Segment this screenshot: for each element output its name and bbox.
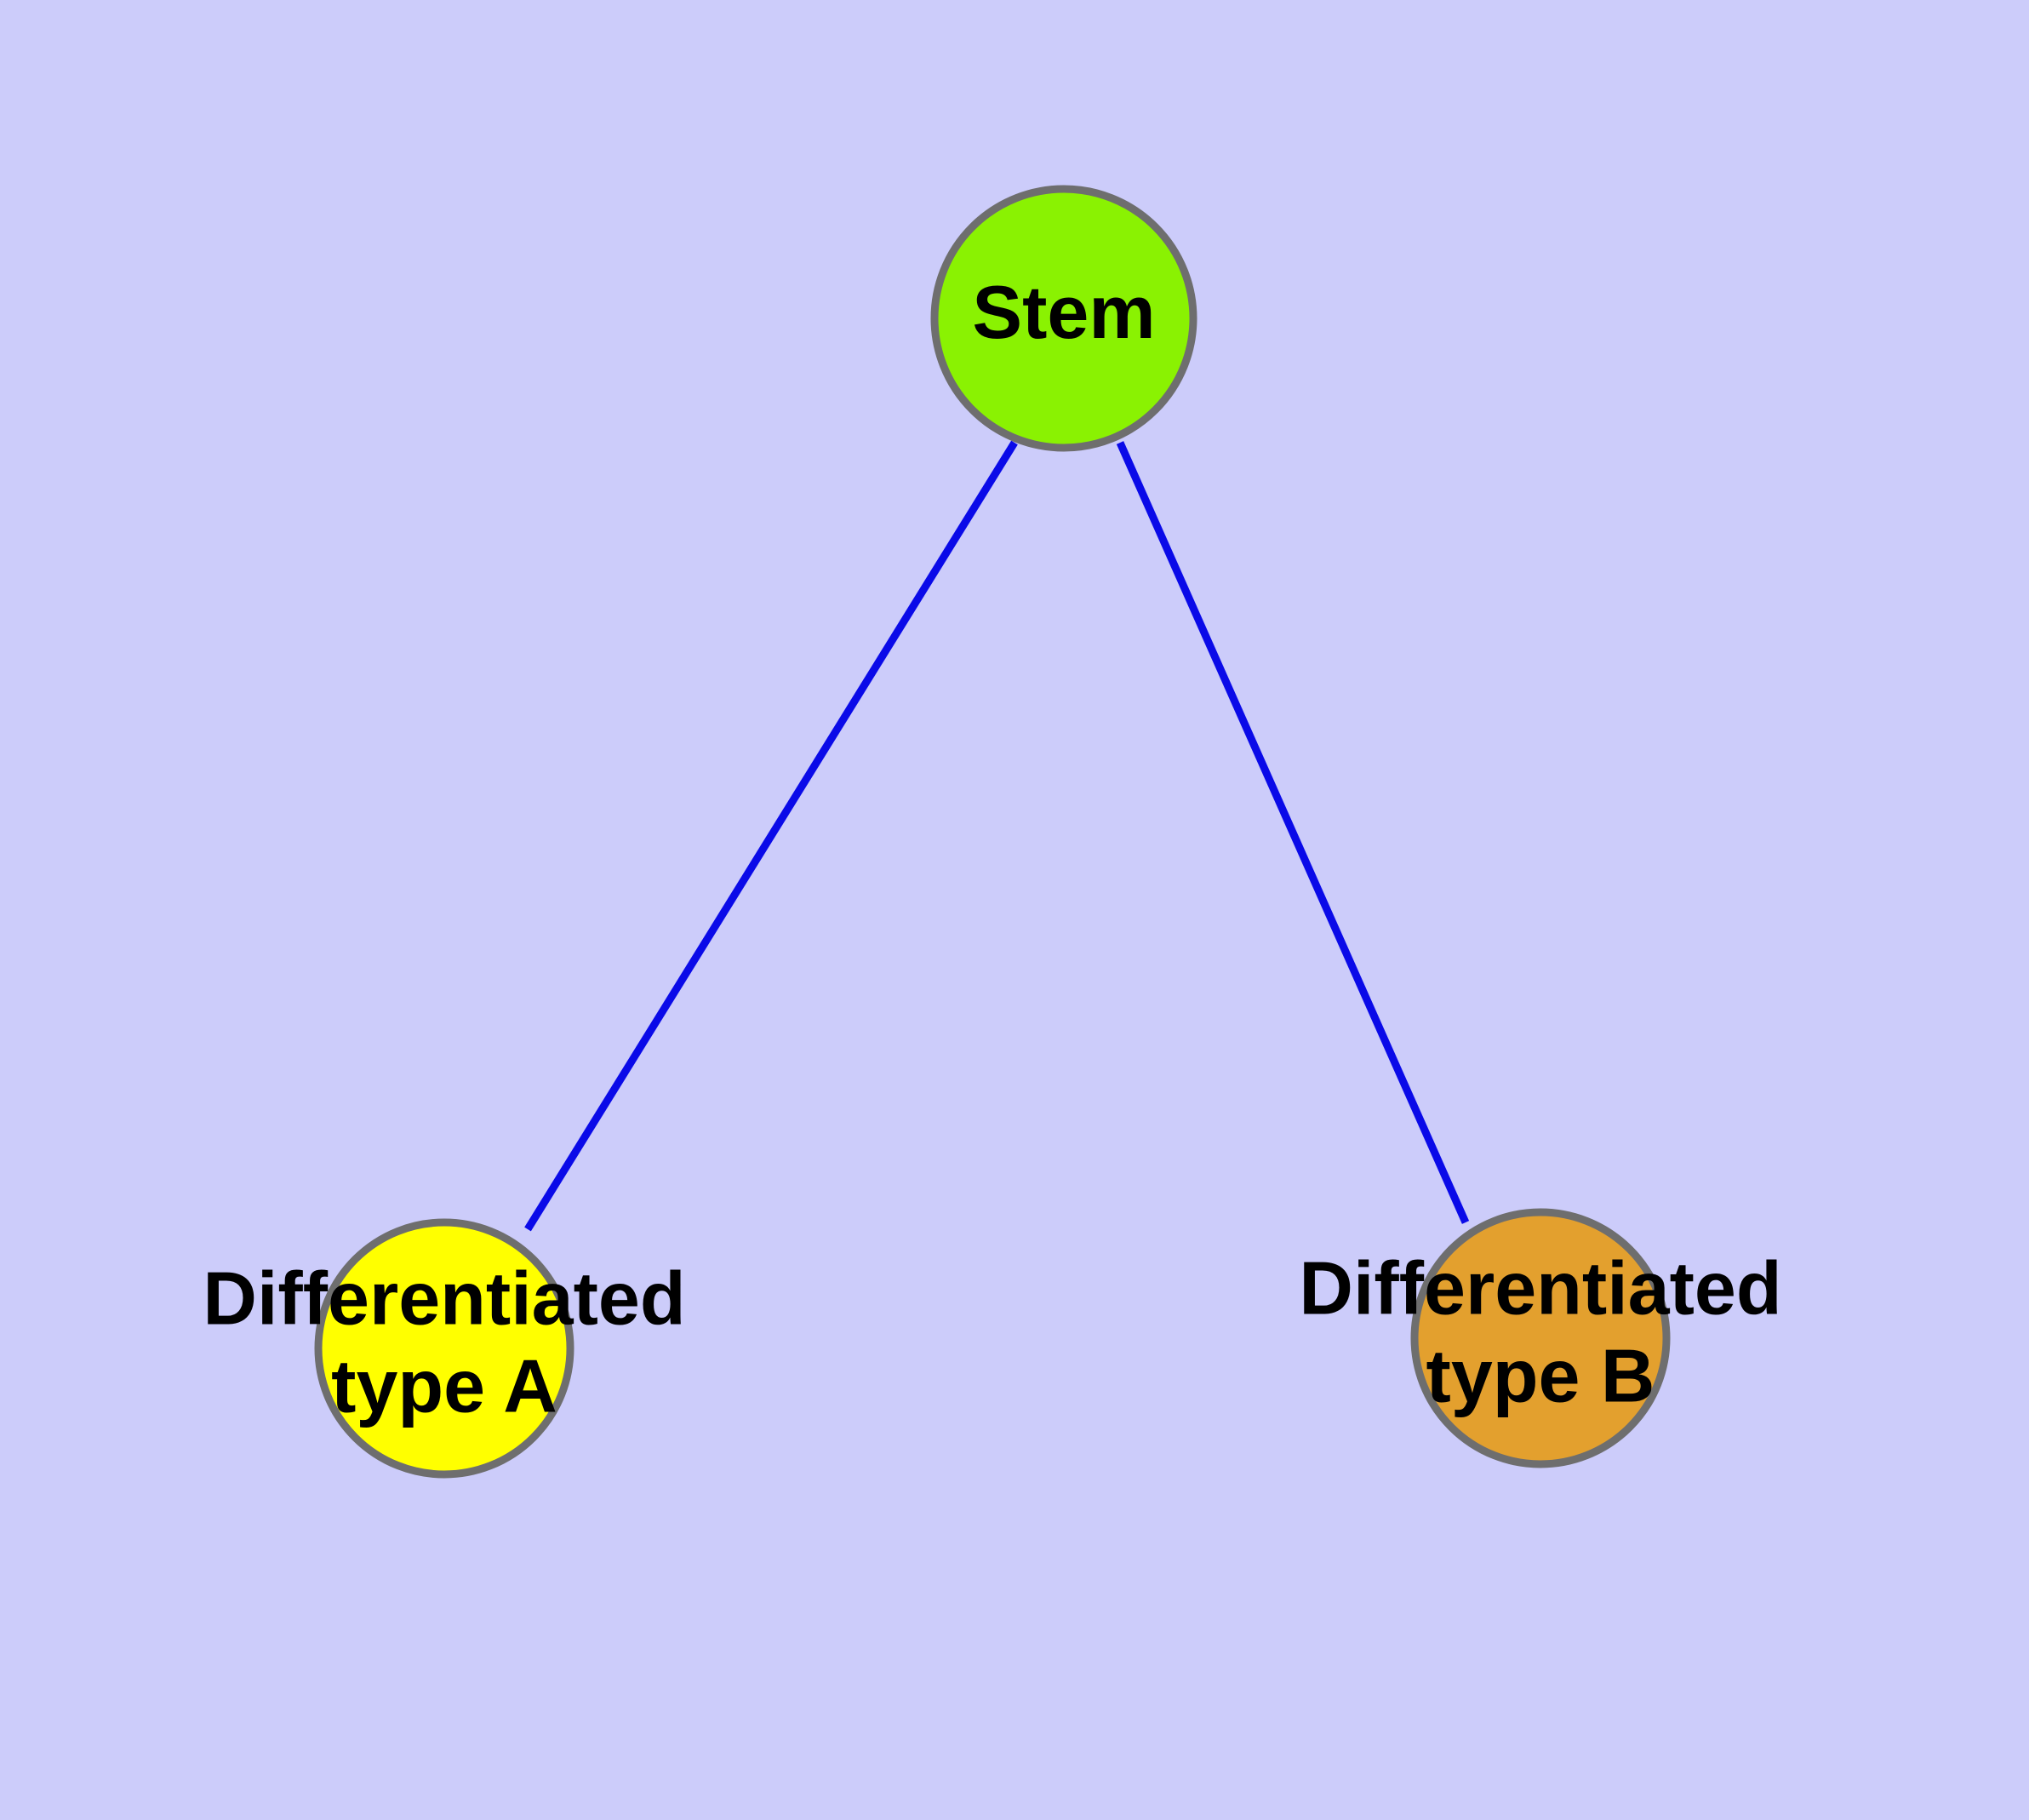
node-circle-diff_b[interactable] xyxy=(1410,1208,1671,1468)
node-label-line: type A xyxy=(331,1344,557,1428)
node-label-line: Differentiated xyxy=(1299,1246,1781,1331)
edges-layer xyxy=(524,440,1470,1232)
node-circle-diff_a[interactable] xyxy=(314,1218,574,1479)
node-label-stem: Stem xyxy=(972,270,1155,354)
node-circle-stem[interactable] xyxy=(930,185,1197,452)
node-label-line: Differentiated xyxy=(203,1256,685,1341)
nodes-layer xyxy=(314,185,1671,1479)
edge-stem-to-diff-a[interactable] xyxy=(524,440,1018,1232)
edge-stem-to-diff-b[interactable] xyxy=(1116,441,1470,1224)
node-label-line: Stem xyxy=(972,270,1155,354)
node-label-line: type B xyxy=(1426,1334,1655,1418)
